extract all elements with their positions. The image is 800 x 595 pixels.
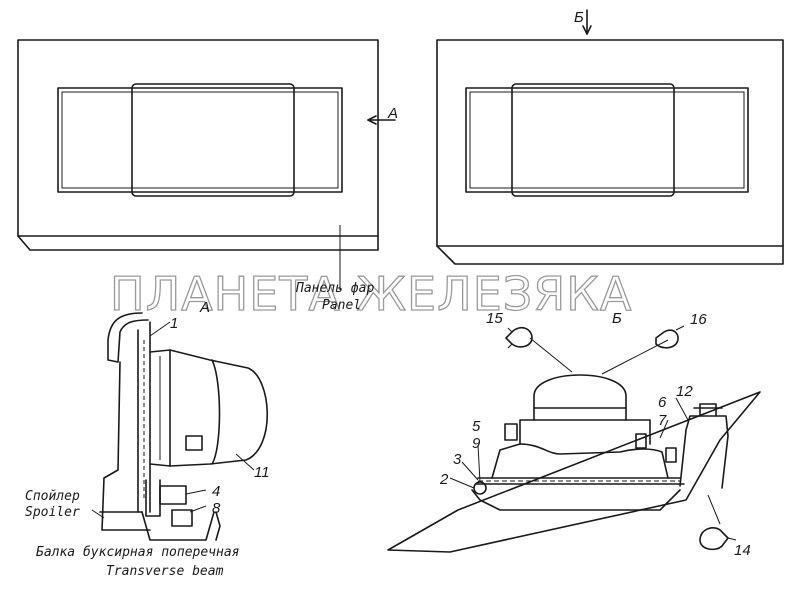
bulb-15-icon: [505, 326, 533, 349]
callout-15: 15: [486, 310, 503, 327]
callout-5: 5: [472, 418, 481, 435]
callout-3: 3: [453, 451, 462, 468]
callout-4: 4: [212, 483, 220, 500]
right-headlight-panel: [436, 9, 784, 265]
watermark-text: ПЛАНЕТА ЖЕЛЕЗЯКА: [110, 267, 632, 321]
callout-6: 6: [658, 394, 667, 411]
view-b-front-drawing: [387, 337, 761, 553]
spoiler-label-en: Spoiler: [25, 505, 80, 520]
callout-7: 7: [658, 412, 667, 429]
callout-11: 11: [254, 464, 270, 481]
view-arrow-b-label: Б: [574, 9, 584, 26]
view-a-side-drawing: [99, 312, 269, 541]
view-a-title: A: [199, 299, 210, 316]
callout-16: 16: [690, 311, 707, 328]
callout-14: 14: [734, 542, 751, 559]
callout-9: 9: [472, 435, 481, 452]
beam-label-en: Transverse beam: [106, 564, 224, 579]
view-arrow-a-label: A: [387, 105, 398, 122]
callout-1: 1: [170, 315, 178, 332]
bulb-16-icon: [655, 325, 685, 349]
left-headlight-panel: [17, 39, 396, 251]
spoiler-label-ru: Спойлер: [25, 489, 80, 504]
callout-2: 2: [439, 471, 449, 488]
view-b-title: Б: [612, 310, 622, 327]
beam-label-ru: Балка буксирная поперечная: [36, 545, 240, 560]
panel-label-ru: Панель фар: [295, 281, 374, 296]
callout-12: 12: [676, 383, 693, 400]
bulb-14-icon: [699, 527, 737, 551]
callout-leaders: [91, 321, 689, 519]
panel-label-en: Panel: [322, 298, 361, 313]
callout-8: 8: [212, 500, 221, 517]
